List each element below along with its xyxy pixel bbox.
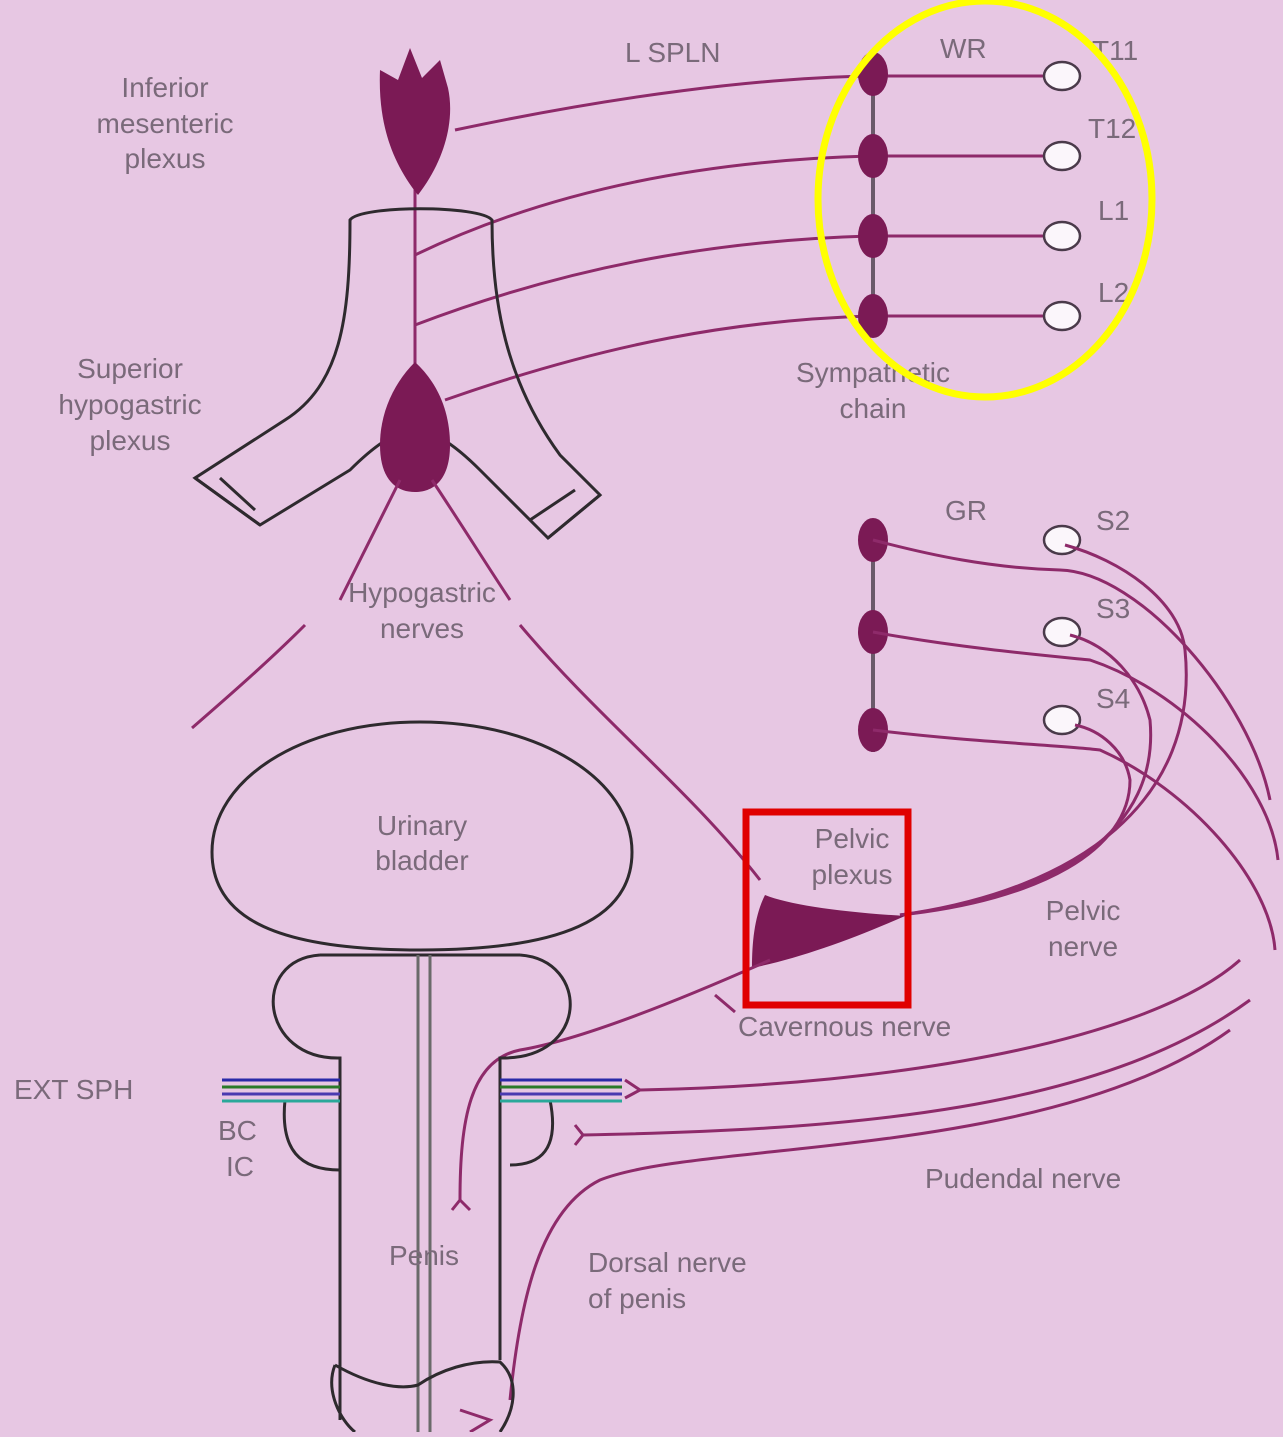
spinal-root-t12 [1044, 142, 1080, 170]
spinal-root-s3 [1044, 618, 1080, 646]
label-s2: S2 [1096, 505, 1130, 536]
spinal-root-s4 [1044, 706, 1080, 734]
inferior-mesenteric-plexus-shape [380, 48, 450, 195]
label-pelvic-nerve-2: nerve [1048, 931, 1118, 962]
pelvic-plexus-shape [752, 895, 905, 968]
label-pelvic-plexus-1: Pelvic [815, 823, 890, 854]
label-cavernous-nerve: Cavernous nerve [738, 1011, 951, 1042]
label-urinary-bladder-1: Urinary [377, 810, 467, 841]
label-ext-sph: EXT SPH [14, 1074, 133, 1105]
label-hypogastric-nerves-1: Hypogastric [348, 577, 496, 608]
label-dorsal-nerve-1: Dorsal nerve [588, 1247, 747, 1278]
label-pudendal-nerve: Pudendal nerve [925, 1163, 1121, 1194]
superior-hypogastric-plexus-shape [380, 362, 450, 492]
ganglion-l1 [858, 214, 888, 258]
label-pelvic-plexus-2: plexus [812, 859, 893, 890]
spinal-root-l2 [1044, 302, 1080, 330]
label-l1: L1 [1098, 195, 1129, 226]
label-hypogastric-nerves-2: nerves [380, 613, 464, 644]
label-superior-hypogastric-3: plexus [90, 425, 171, 456]
label-l-spln: L SPLN [625, 37, 720, 68]
label-wr: WR [940, 33, 987, 64]
label-t12: T12 [1088, 113, 1136, 144]
ganglion-t11 [858, 52, 888, 96]
sympathetic-chain-graphic [858, 52, 1080, 338]
aorta-bifurcation-outline [195, 209, 600, 538]
label-pelvic-nerve-1: Pelvic [1046, 895, 1121, 926]
label-dorsal-nerve-2: of penis [588, 1283, 686, 1314]
label-sympathetic-chain-2: chain [840, 393, 907, 424]
label-s4: S4 [1096, 683, 1130, 714]
ganglion-t12 [858, 134, 888, 178]
label-penis: Penis [389, 1240, 459, 1271]
external-sphincter-bands [222, 1080, 622, 1101]
label-urinary-bladder-2: bladder [375, 845, 468, 876]
label-gr: GR [945, 495, 987, 526]
label-inferior-mesenteric-1: Inferior [121, 72, 208, 103]
spinal-root-s2 [1044, 526, 1080, 554]
label-ic: IC [226, 1151, 254, 1182]
spinal-root-l1 [1044, 222, 1080, 250]
label-inferior-mesenteric-3: plexus [125, 143, 206, 174]
pelvic-nerve-lines [900, 545, 1186, 915]
sacral-chain-graphic [858, 518, 1278, 950]
label-superior-hypogastric-2: hypogastric [58, 389, 201, 420]
label-inferior-mesenteric-2: mesenteric [97, 108, 234, 139]
label-bc: BC [218, 1115, 257, 1146]
splanchnic-nerves [415, 76, 870, 470]
hypogastric-nerves-graphic [192, 480, 760, 880]
label-s3: S3 [1096, 593, 1130, 624]
label-superior-hypogastric-1: Superior [77, 353, 183, 384]
spinal-root-t11 [1044, 62, 1080, 90]
